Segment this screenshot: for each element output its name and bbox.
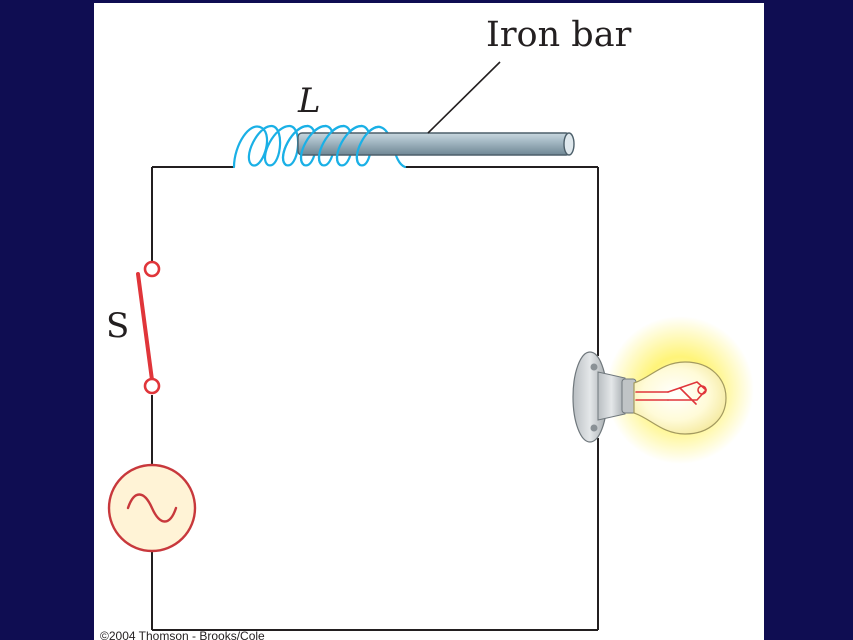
light-bulb-icon [572,316,754,464]
switch-icon [136,260,161,395]
copyright-credit: ©2004 Thomson - Brooks/Cole [100,629,265,640]
circuit-wires [151,166,599,631]
switch-label: S [106,306,129,346]
iron-bar-label: Iron bar [486,15,632,55]
inductor-coil-front [281,124,382,167]
iron-bar-leader-line [427,61,501,134]
iron-bar [297,132,575,156]
ac-source-icon [107,463,197,553]
inductor-label: L [297,81,321,121]
